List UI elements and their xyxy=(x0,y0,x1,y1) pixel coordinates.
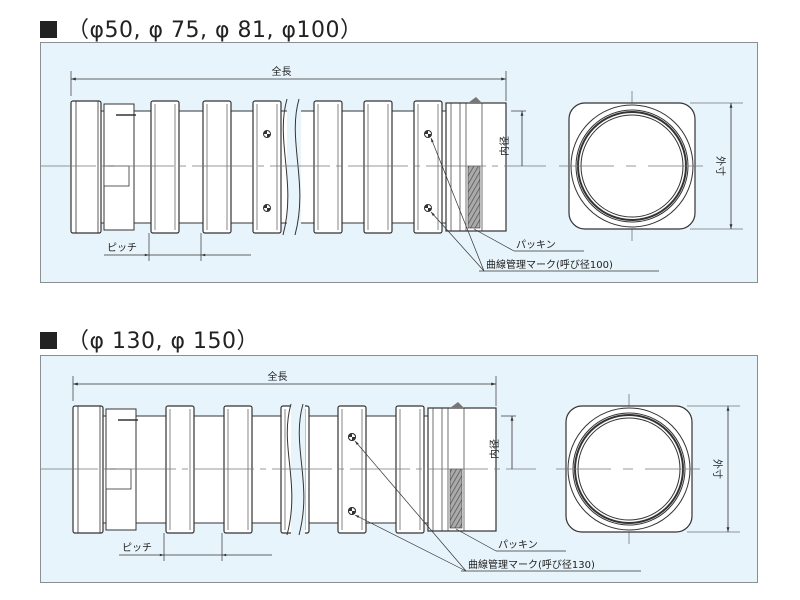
leader-line xyxy=(354,440,467,572)
packing-label: パッキン xyxy=(516,239,556,251)
pipe-socket xyxy=(72,405,104,534)
leader-line xyxy=(430,137,485,272)
curve-mark-fill xyxy=(348,433,356,441)
socket-detail xyxy=(105,468,132,490)
section-title-text: （φ50, φ 75, φ 81, φ100） xyxy=(67,18,363,43)
square-bullet-icon xyxy=(40,21,57,38)
packing xyxy=(467,165,481,229)
break-gap xyxy=(291,404,305,535)
pipe-rib xyxy=(150,100,180,234)
break-line xyxy=(294,98,301,236)
leader-line xyxy=(473,228,515,252)
outer-size-label: 外寸 xyxy=(711,459,724,479)
pipe-rib xyxy=(202,100,232,234)
section-title-small: （φ50, φ 75, φ 81, φ100） xyxy=(40,12,362,44)
socket-detail xyxy=(103,165,130,187)
break-gap xyxy=(287,99,301,235)
leader-line xyxy=(430,211,485,272)
pipe-rib xyxy=(165,405,195,534)
pipe-rib xyxy=(413,100,443,234)
break-line xyxy=(282,98,289,236)
pipe-rib xyxy=(363,100,393,234)
inner-diameter-label: 内径 xyxy=(498,136,511,156)
pipe-socket xyxy=(70,100,102,234)
pipe-rib xyxy=(252,100,282,234)
packing-lip xyxy=(450,402,464,408)
break-line xyxy=(286,403,293,536)
pitch-label: ピッチ xyxy=(107,242,137,254)
curve-mark-label: 曲線管理マーク(呼び径100) xyxy=(486,258,613,271)
packing-label: パッキン xyxy=(498,539,538,551)
pipe-rib xyxy=(337,405,367,534)
pipe-rib xyxy=(223,405,253,534)
packing xyxy=(449,468,463,529)
section-title-large: （φ 130, φ 150） xyxy=(40,323,259,355)
overall-length-label: 全長 xyxy=(268,370,288,383)
curve-mark-fill xyxy=(424,130,432,138)
curve-mark-fill xyxy=(424,204,432,212)
inner-diameter-label: 内径 xyxy=(488,439,501,459)
square-bullet-icon xyxy=(40,332,57,349)
leader-line xyxy=(455,528,497,552)
curve-mark-fill xyxy=(348,507,356,515)
curve-mark-fill xyxy=(263,204,271,212)
section-title-text: （φ 130, φ 150） xyxy=(67,329,259,354)
diagram-panel-small: 全長内径ピッチ パッキン曲線管理マーク(呼び径100) 外寸 xyxy=(40,42,758,283)
leader-line xyxy=(354,514,467,572)
overall-length-label: 全長 xyxy=(272,65,292,78)
break-line xyxy=(298,403,305,536)
outer-size-label: 外寸 xyxy=(714,156,727,176)
curve-mark-label: 曲線管理マーク(呼び径130) xyxy=(468,558,595,571)
curve-mark-fill xyxy=(263,130,271,138)
pipe-rib xyxy=(395,405,425,534)
pitch-label: ピッチ xyxy=(122,542,152,554)
packing-lip xyxy=(468,97,482,103)
diagram-panel-large: 全長内径ピッチ パッキン曲線管理マーク(呼び径130) 外寸 xyxy=(40,355,758,583)
pipe-rib xyxy=(313,100,343,234)
